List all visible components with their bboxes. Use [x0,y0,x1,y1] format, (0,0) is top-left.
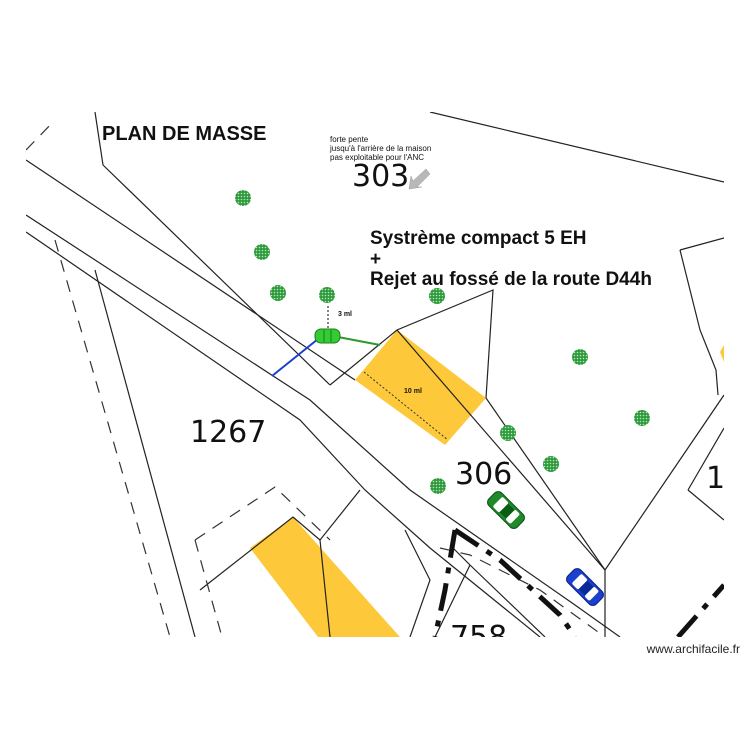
parcel-line-10 [679,249,719,396]
parcel-line-6 [604,394,724,571]
tree-icon [634,410,650,426]
tree-icon [319,287,335,303]
dashed-boundary-3 [194,486,331,541]
system-line-3: Rejet au fossé de la route D44h [370,269,652,290]
compact-system-tank [314,328,341,344]
parcel-line-1 [94,112,104,166]
distance-label-3ml: 3 ml [338,311,352,318]
tree-icon [429,288,445,304]
parcel-number-303: 303 [352,159,409,194]
parcel-line-4 [329,289,494,399]
parcel-line-11 [687,427,724,521]
parcel-line-13 [404,529,431,637]
slope-arrow-icon [408,168,431,190]
tree-icon [430,478,446,494]
parcel-number-1267: 1267 [190,415,266,450]
parcel-number-1: 1 [706,461,725,496]
road-edge-lower [26,231,541,637]
blue-car-icon [566,568,604,606]
commune-limit-3 [676,583,724,637]
dashed-boundary-4 [194,539,223,637]
parcel-number-306: 306 [455,457,512,492]
commune-limit-2 [453,527,578,637]
system-line-1: Systrème compact 5 EH [370,228,587,249]
outlet-pipe-blue [271,338,319,377]
right-edge-fragment [720,345,724,362]
dashed-boundary-1 [26,119,56,151]
house-building [355,330,486,445]
parcel-line-9 [679,237,724,251]
effluent-pipe-green [337,336,381,346]
system-line-2: + [370,249,381,270]
dashed-boundary-2 [54,239,171,637]
dashed-boundary-5 [439,547,606,637]
parcel-line-3 [102,164,331,386]
parcel-line-12 [199,489,361,637]
tree-icon [235,190,251,206]
slope-note-line-3: pas exploitable pour l'ANC [330,153,424,162]
commune-limit [432,529,458,637]
lower-building [250,517,400,637]
slope-note-line-2: jusqu'à l'arrière de la maison [329,144,431,153]
green-car-icon [487,491,525,529]
slope-note-line-1: forte pente [330,135,369,144]
parcel-number-758: 758 [450,620,507,655]
plan-title: PLAN DE MASSE [102,123,266,145]
parcel-line-14 [434,564,546,637]
road-edge-upper [26,159,606,571]
parcel-line-2 [94,269,196,637]
tree-icon [572,349,588,365]
watermark-link[interactable]: www.archifacile.fr [646,642,740,656]
tree-icon [270,285,286,301]
road-edge-main [26,214,621,637]
trees [235,190,650,494]
tree-icon [254,244,270,260]
tree-icon [500,425,516,441]
parcel-line-8 [429,112,724,183]
tree-icon [543,456,559,472]
distance-label-10ml: 10 ml [404,388,422,395]
